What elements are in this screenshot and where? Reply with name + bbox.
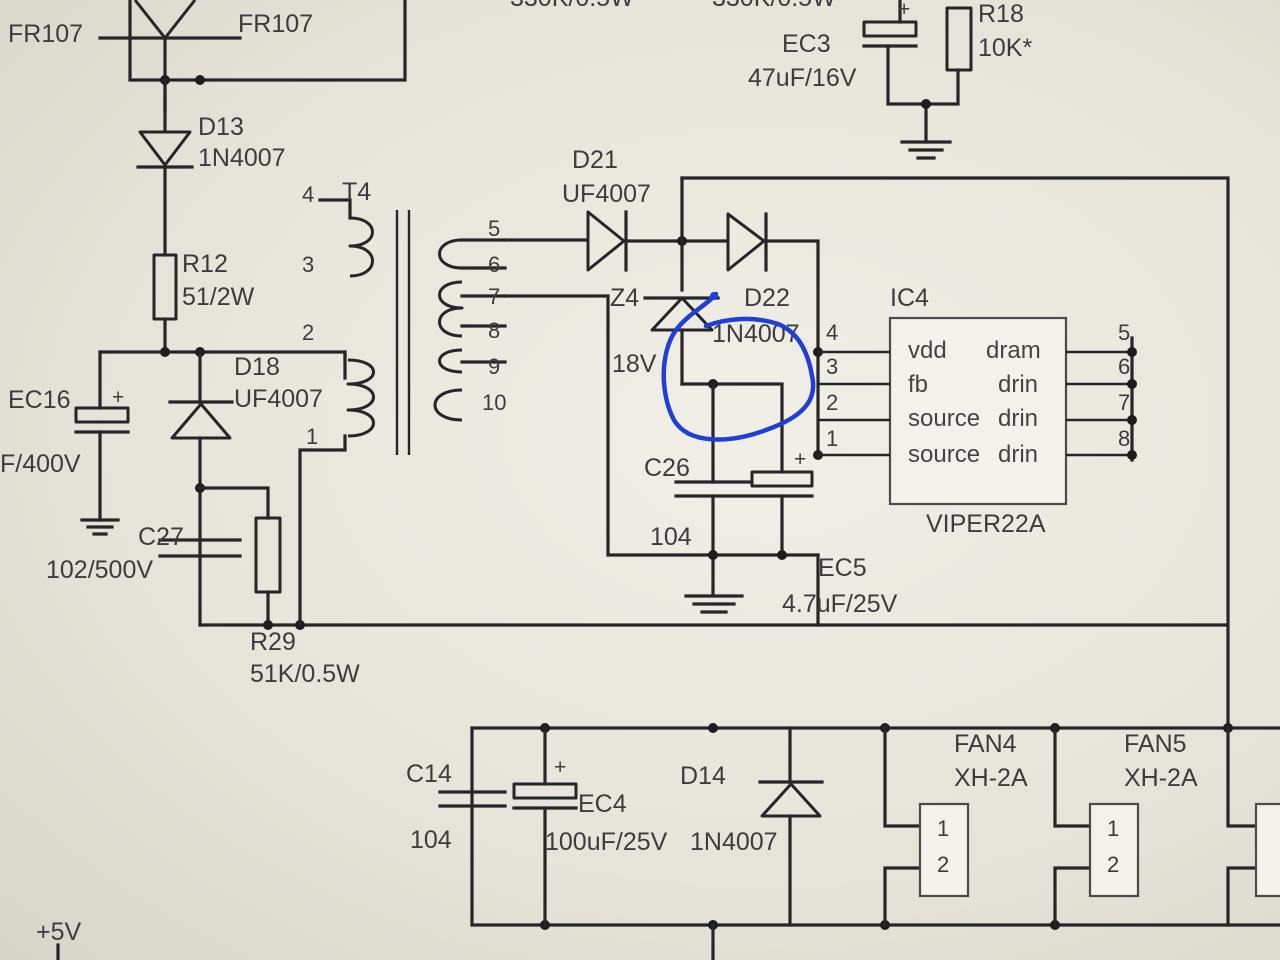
r12-ref-label: R12 [182,250,228,278]
ec4-value-label: 100uF/25V [545,828,668,856]
hand-drawn-circle-annotation [661,291,816,442]
d21-value-label: UF4007 [562,180,651,208]
d22-ref-label: D22 [744,284,790,312]
fan4-type-label: XH-2A [954,764,1028,792]
d18-value-label: UF4007 [234,385,323,413]
c14-value-label: 104 [410,826,452,854]
c27-value-label: 102/500V [46,556,153,584]
r29-value-label: 51K/0.5W [250,660,360,688]
top-value-left-label: 330K/0.5W [510,0,634,12]
ic4-right-pin-7: 7 [1118,390,1130,415]
diode-d13: D13 1N4007 [136,78,286,257]
ec16-ref-label: EC16 [8,386,71,414]
svg-text:+: + [898,0,910,21]
fan5-ref-label: FAN5 [1124,730,1187,758]
t4-pin-8: 8 [488,318,500,343]
ic4-vdd-pin: vdd [908,337,947,364]
t4-pin-3: 3 [302,252,314,277]
t4-ref-label: T4 [342,178,371,206]
ic4-ref-label: IC4 [890,284,929,312]
resistor-r12: R12 51/2W [152,250,255,354]
output-section: C14 104 + EC4 100uF/25V D14 1N4007 1 2 F… [36,723,1280,960]
t4-pin-4: 4 [302,182,314,207]
ic4-drain3-pin: drin [998,405,1038,432]
ic4-drain2-pin: drin [998,371,1038,398]
ic4-source1-pin: source [908,405,980,432]
t4-pin-7: 7 [488,284,500,309]
ec3-ref-label: EC3 [782,30,831,58]
ic4-left-pin-2: 2 [826,390,838,415]
svg-text:+: + [794,448,806,471]
fan4-pin-1: 1 [937,816,949,841]
r29-ref-label: R29 [250,628,296,656]
snubber-network: C27 102/500V R29 51K/0.5W [46,486,1227,688]
ec5-value-label: 4.7uF/25V [782,590,898,618]
ic4-left-pin-4: 4 [826,320,838,345]
capacitor-ec16: + EC16 F/400V [0,350,130,536]
fr107-right-label: FR107 [238,10,313,38]
c26-ref-label: C26 [644,454,690,482]
d18-ref-label: D18 [234,353,280,381]
ic4-part-label: VIPER22A [926,510,1046,538]
ic4-source2-pin: source [908,441,980,468]
c27-ref-label: C27 [138,523,184,551]
top-left-bridge: FR107 FR107 [8,0,407,112]
fan5-pin-1: 1 [1107,816,1119,841]
ec3-value-label: 47uF/16V [748,64,857,92]
z4-value-label: 18V [612,350,657,378]
ic4-fb-pin: fb [908,371,928,398]
d13-ref-label: D13 [198,113,244,141]
r18-ref-label: R18 [978,0,1024,28]
ic4-right-pin-5: 5 [1118,320,1130,345]
ic4-left-pin-3: 3 [826,354,838,379]
fr107-left-label: FR107 [8,20,83,48]
d21-ref-label: D21 [572,146,618,174]
supply-5v-label: +5V [36,918,82,946]
diode-d18: D18 UF4007 [168,350,323,627]
ic4-drain4-pin: drin [998,441,1038,468]
t4-pin-6: 6 [488,252,500,277]
r12-value-label: 51/2W [182,283,255,311]
svg-text:+: + [112,386,124,409]
ic4-right-pin-8: 8 [1118,426,1130,451]
fan4-pin-2: 2 [937,852,949,877]
d13-value-label: 1N4007 [198,144,286,172]
fan4-ref-label: FAN4 [954,730,1017,758]
feedback-network: 330K/0.5W 330K/0.5W + EC3 47uF/16V R18 1… [510,0,1032,160]
fan5-pin-2: 2 [1107,852,1119,877]
auxiliary-rectifier: D21 UF4007 Z4 18V D22 1N4007 [503,146,1230,727]
ec5-ref-label: EC5 [818,554,867,582]
d14-ref-label: D14 [680,762,726,790]
ic4-viper22a: IC4 VIPER22A vdd fb source source dram d… [818,284,1137,538]
t4-pin-2: 2 [302,320,314,345]
ec16-value-label: F/400V [0,450,81,478]
top-value-mid-label: 330K/0.5W [712,0,836,12]
ec4-ref-label: EC4 [578,790,627,818]
d22-value-label: 1N4007 [712,320,800,348]
ic4-right-pin-6: 6 [1118,354,1130,379]
transformer-t4: T4 4 3 2 1 5 6 7 8 9 10 [298,178,507,627]
t4-pin-9: 9 [488,354,500,379]
d14-value-label: 1N4007 [690,828,778,856]
t4-pin-5: 5 [488,216,500,241]
z4-ref-label: Z4 [610,284,639,312]
svg-text:+: + [554,756,566,779]
ic4-drain1-pin: dram [986,337,1041,364]
t4-pin-10: 10 [482,390,506,415]
c26-value-label: 104 [650,523,692,551]
t4-pin-1: 1 [306,424,318,449]
fan5-type-label: XH-2A [1124,764,1198,792]
r18-value-label: 10K* [978,34,1032,62]
vdd-filter: + C26 104 EC5 4.7uF/25V [644,347,898,627]
c14-ref-label: C14 [406,760,452,788]
ic4-left-pin-1: 1 [826,426,838,451]
